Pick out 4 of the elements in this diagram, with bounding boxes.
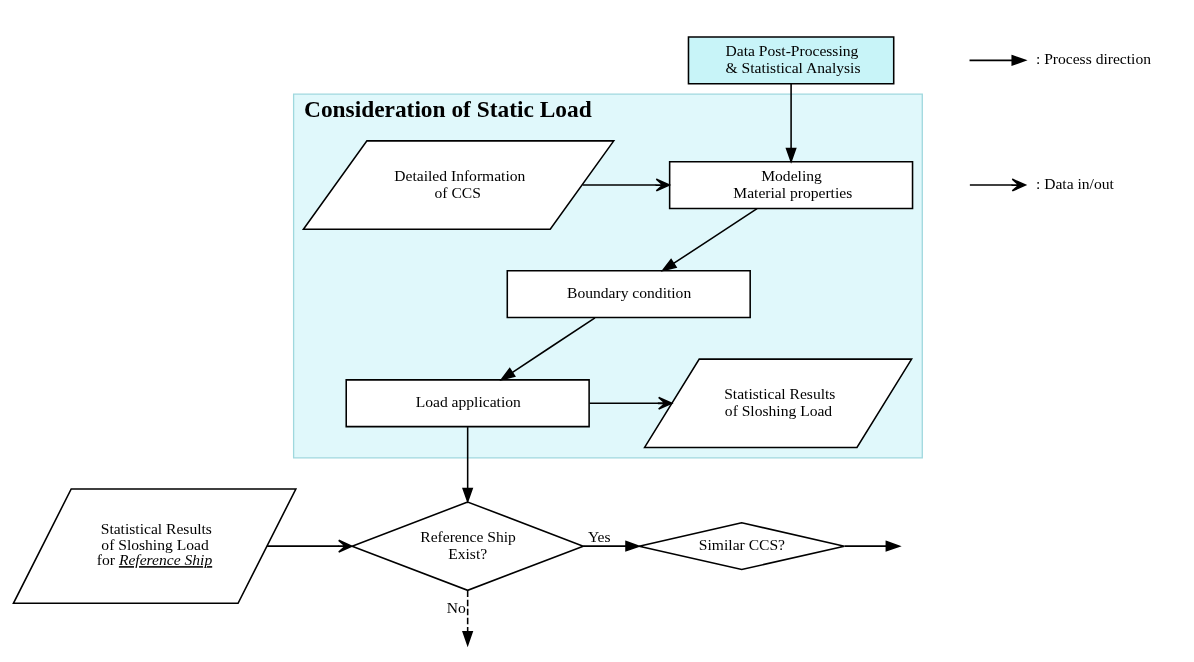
legend-label: : Data in/out <box>1035 175 1114 193</box>
legend-label: : Process direction <box>1035 50 1152 68</box>
edge-label: Yes <box>587 527 611 545</box>
edge-label: No <box>446 599 466 617</box>
